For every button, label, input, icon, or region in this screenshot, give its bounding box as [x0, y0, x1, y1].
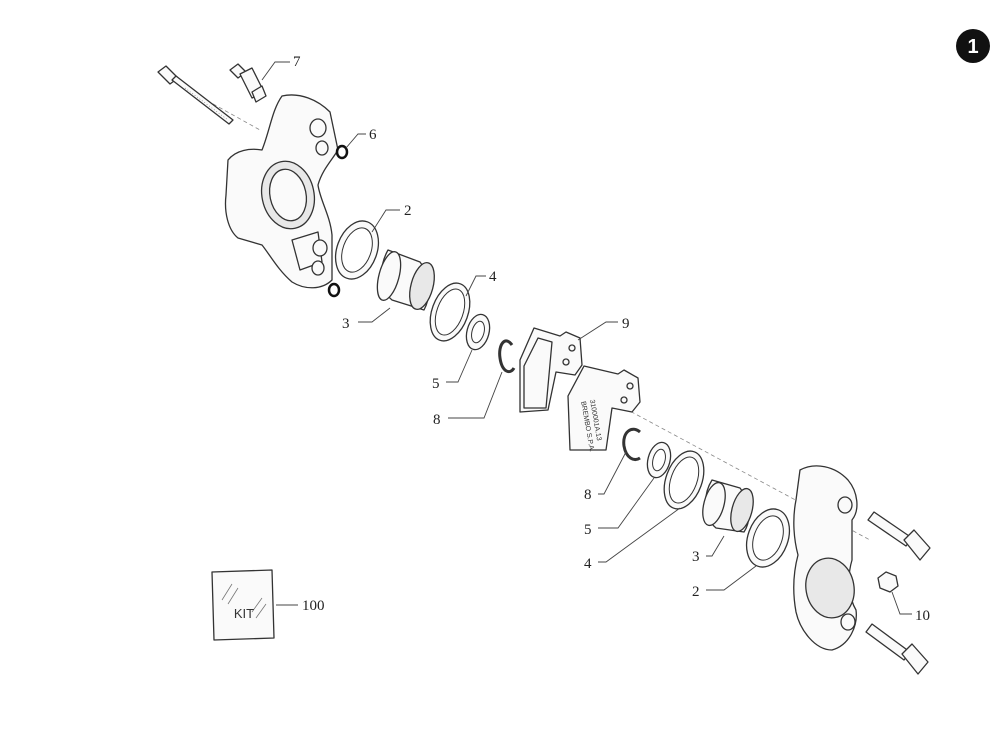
washer-upper [465, 313, 491, 351]
kit-box: KIT [211, 569, 275, 641]
callout-seal-lower: 2 [692, 584, 700, 600]
brake-pad-outer: 3100001A.13BREMBO S.P.A. [567, 365, 641, 452]
caliper-bolt-lower [865, 623, 929, 675]
piston-upper [376, 249, 435, 311]
callout-kit: 100 [302, 598, 325, 614]
washer-lower [646, 441, 672, 479]
callout-piston-lower: 3 [692, 549, 700, 565]
retaining-clip-upper [498, 339, 516, 374]
brake-pad-inner [519, 327, 583, 413]
piston-seal-upper [334, 220, 380, 280]
page-number-badge: 1 [956, 29, 990, 63]
o-ring-upper [335, 144, 349, 160]
leader-lines [261, 61, 912, 615]
callout-dust-seal-upper: 4 [489, 269, 497, 285]
o-ring-lower [327, 282, 341, 298]
caliper-bolt-upper [867, 511, 931, 561]
callout-bleed-screw: 7 [293, 54, 301, 70]
retaining-clip-lower [622, 427, 641, 461]
piston-lower [702, 479, 754, 533]
dust-seal-lower [663, 450, 705, 510]
caliper-body-upper [224, 94, 339, 289]
kit-label: KIT [234, 606, 254, 621]
callout-piston-upper: 3 [342, 316, 350, 332]
callout-washer-upper: 5 [432, 376, 440, 392]
callout-dust-seal-lower: 4 [584, 556, 592, 572]
piston-seal-lower [745, 508, 791, 568]
callout-clip-upper: 8 [433, 412, 441, 428]
callout-labels: 7 6 2 3 4 5 8 9 8 5 4 3 2 10 100 [293, 54, 930, 624]
long-bolt [157, 65, 234, 125]
callout-washer-lower: 5 [584, 522, 592, 538]
callout-nut: 10 [915, 608, 930, 624]
page-number-text: 1 [967, 36, 978, 58]
callout-clip-lower: 8 [584, 487, 592, 503]
callout-pad-set: 9 [622, 316, 630, 332]
callout-seal-upper: 2 [404, 203, 412, 219]
caliper-body-lower [793, 465, 858, 651]
bleed-screw [229, 63, 267, 103]
hex-nut [877, 571, 899, 593]
dust-seal-upper [429, 282, 471, 342]
callout-o-ring: 6 [369, 127, 377, 143]
